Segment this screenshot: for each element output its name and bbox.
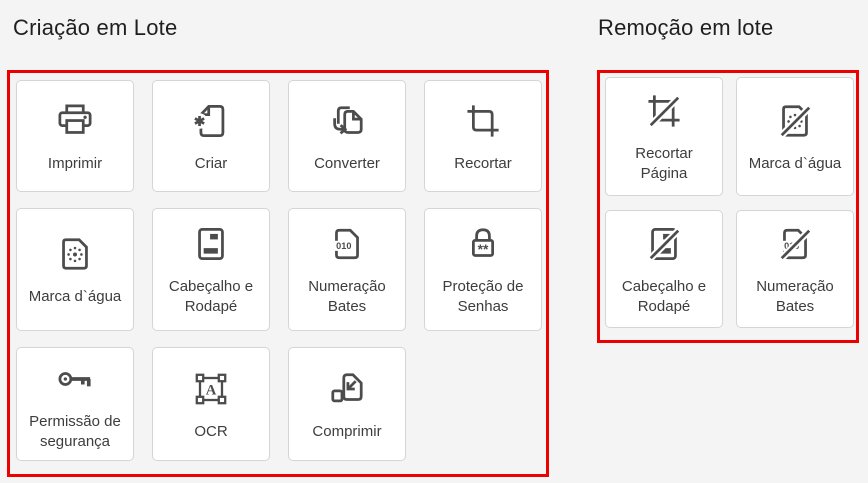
tool-label: Converter [314,154,380,172]
bates-number-icon: 010 [334,229,359,260]
tool-remove-crop-page-button[interactable]: Recortar Página [605,77,723,196]
batch-removal-grid: Recortar Página Marca d`água [600,73,856,332]
password-lock-icon: ** [472,228,494,257]
tool-convert-button[interactable]: Converter [288,80,406,192]
tool-label: Numeração Bates [756,277,834,315]
tool-label: Criar [194,154,228,172]
security-key-icon [58,371,91,387]
tool-label: Permissão de segurança [29,412,121,450]
tool-print-button[interactable]: Imprimir [16,80,134,192]
remove-bates-number-icon: 010 [779,227,812,261]
tool-label: Recortar Página [635,145,693,182]
batch-creation-highlight-box: Imprimir Criar [7,70,549,477]
tool-label: Cabeçalho e Rodapé [168,278,254,315]
remove-watermark-icon [779,105,812,138]
remove-header-footer-icon [648,227,681,261]
tool-label: Numeração Bates [308,278,386,315]
tool-remove-header-footer-button[interactable]: Cabeçalho e Rodapé [605,210,723,328]
remove-crop-icon [648,95,681,128]
tool-header-footer-button[interactable]: Cabeçalho e Rodapé [152,208,270,331]
tool-label: Cabeçalho e Rodapé [621,277,707,315]
tool-compress-button[interactable]: Comprimir [288,347,406,461]
tool-label: Comprimir [312,422,382,440]
tool-label: Imprimir [47,154,103,172]
printer-icon [58,104,92,134]
tool-label: Recortar [454,154,512,172]
svg-text:010: 010 [336,241,351,251]
convert-file-icon [333,105,363,134]
tool-label: OCR [194,422,228,440]
section-title-batch-creation: Criação em Lote [13,15,178,40]
tool-label: Marca d`água [748,155,842,173]
tool-ocr-button[interactable]: A OCR [152,347,270,461]
tool-remove-bates-number-button[interactable]: 010 Numeração Bates [736,210,854,328]
tool-label: Marca d`água [28,288,122,306]
compress-file-icon [331,373,363,402]
batch-creation-grid: Imprimir Criar [10,73,546,468]
ocr-icon: A [195,373,227,404]
tool-crop-button[interactable]: Recortar [424,80,542,192]
tool-remove-watermark-button[interactable]: Marca d`água [736,77,854,196]
tool-password-protect-button[interactable]: ** Proteção de Senhas [424,208,542,331]
tool-bates-number-button[interactable]: 010 Numeração Bates [288,208,406,331]
section-title-batch-removal: Remoção em lote [598,15,774,40]
header-footer-icon [198,228,224,261]
svg-text:**: ** [478,242,489,257]
svg-text:A: A [206,382,217,398]
crop-icon [467,105,499,137]
batch-removal-highlight-box: Recortar Página Marca d`água [597,70,859,343]
tool-create-button[interactable]: Criar [152,80,270,192]
create-file-icon [191,104,225,137]
tool-watermark-button[interactable]: Marca d`água [16,208,134,331]
tool-label: Proteção de Senhas [442,278,524,315]
watermark-icon [62,238,88,270]
tool-security-permission-button[interactable]: Permissão de segurança [16,347,134,461]
